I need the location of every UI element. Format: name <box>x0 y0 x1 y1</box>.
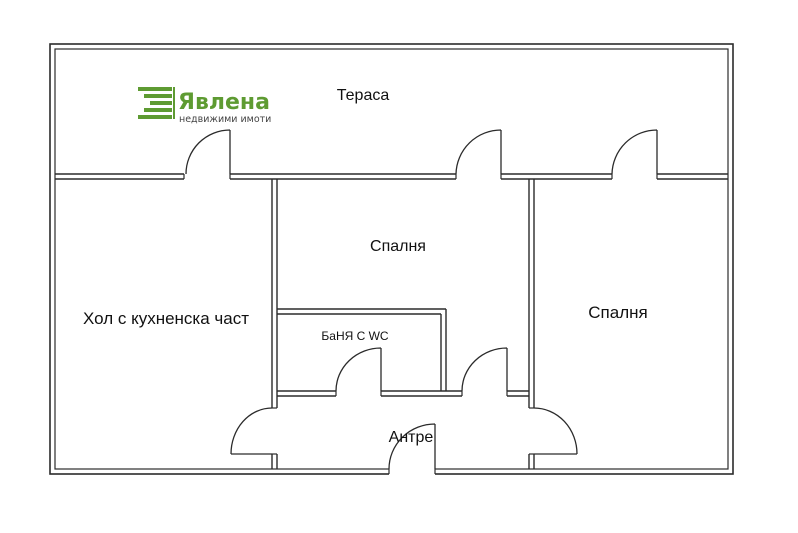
door-entrance <box>388 423 436 470</box>
door-jambs <box>183 174 658 474</box>
door-living <box>230 407 273 455</box>
label-bedroom-middle: Спалня <box>370 238 426 255</box>
label-bathroom: БаНЯ С WC <box>321 329 389 343</box>
door-terrace-right <box>611 129 658 175</box>
logo: Явлена недвижими имоти <box>138 87 271 125</box>
logo-tagline: недвижими имоти <box>179 114 271 125</box>
label-terrace: Тераса <box>337 87 390 104</box>
door-bedroom-middle <box>461 347 508 392</box>
label-bedroom-right: Спалня <box>588 303 647 322</box>
bathroom-wall <box>277 308 447 391</box>
door-terrace-left <box>185 129 231 175</box>
door-terrace-middle <box>455 129 502 175</box>
doors <box>185 129 658 470</box>
label-living: Хол с кухненска част <box>83 309 249 328</box>
door-bedroom-right <box>533 407 578 455</box>
door-openings <box>184 173 657 475</box>
door-bathroom <box>335 347 382 392</box>
logo-stripes-icon <box>138 87 175 119</box>
label-hallway: Антре <box>389 429 434 446</box>
logo-brand: Явлена <box>178 90 270 115</box>
